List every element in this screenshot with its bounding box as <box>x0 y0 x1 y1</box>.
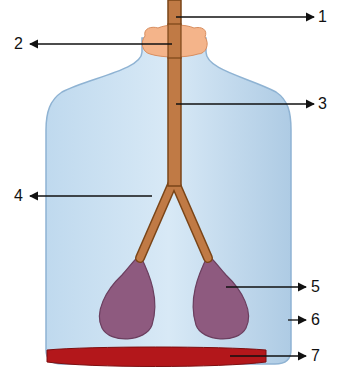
bronchus-fill <box>140 180 208 258</box>
stopper <box>142 25 207 57</box>
bronchus-tubes <box>140 180 208 258</box>
left-balloon <box>99 255 154 339</box>
callout-number: 6 <box>311 312 320 328</box>
leader-lines <box>30 17 314 356</box>
tube-through-stopper <box>168 24 181 58</box>
callout-number: 3 <box>318 96 327 112</box>
callout-number: 4 <box>14 188 23 204</box>
callout-number: 1 <box>318 9 327 25</box>
callout-number: 5 <box>311 279 320 295</box>
callout-number: 7 <box>311 348 320 364</box>
glass-tube <box>168 0 181 186</box>
right-balloon <box>193 255 248 339</box>
rubber-sheet <box>47 347 266 367</box>
callout-number: 2 <box>14 36 23 52</box>
